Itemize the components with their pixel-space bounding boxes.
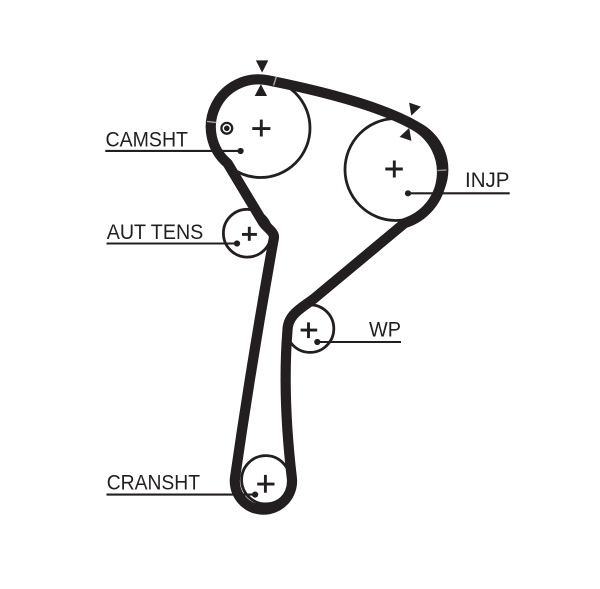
svg-text:CAMSHT: CAMSHT <box>106 128 189 152</box>
svg-text:CRANSHT: CRANSHT <box>107 471 200 495</box>
svg-text:AUT TENS: AUT TENS <box>107 220 204 244</box>
svg-text:WP: WP <box>369 318 401 342</box>
svg-text:INJP: INJP <box>465 168 510 192</box>
